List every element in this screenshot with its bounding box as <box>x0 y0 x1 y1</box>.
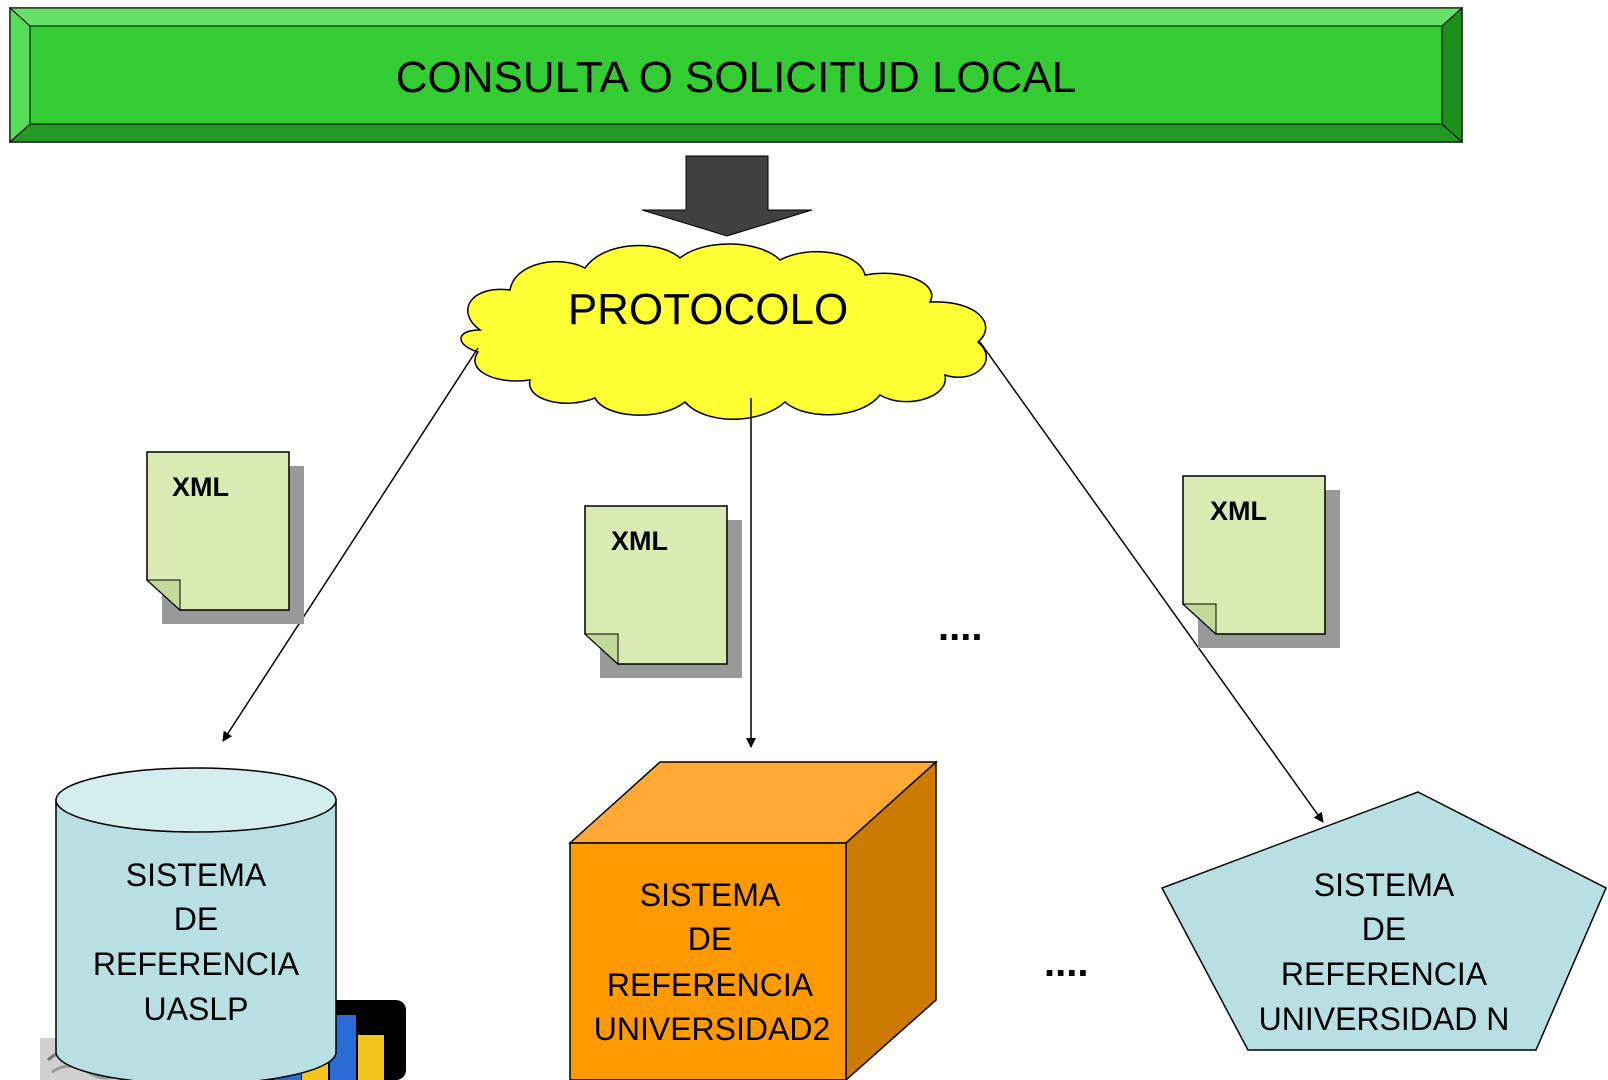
down-arrow-icon <box>641 155 813 237</box>
system-cylinder-uaslp: SISTEMA DE REFERENCIA UASLP <box>55 767 337 1080</box>
xml-document-1: XML <box>145 451 304 624</box>
request-banner: CONSULTA O SOLICITUD LOCAL <box>8 6 1464 144</box>
ellipsis-top: .... <box>938 605 982 649</box>
xml-label-1: XML <box>172 472 229 502</box>
banner-label: CONSULTA O SOLICITUD LOCAL <box>396 53 1077 102</box>
arrow-to-uaslp <box>222 347 479 742</box>
xml-document-3: XML <box>1181 475 1340 648</box>
system-cube-universidad2: SISTEMA DE REFERENCIA UNIVERSIDAD2 <box>568 760 938 1080</box>
uaslp-line-1: SISTEMA <box>126 857 267 893</box>
arrow-to-universidad-n <box>979 341 1324 823</box>
uaslp-line-3: REFERENCIA <box>93 946 300 982</box>
protocol-label: PROTOCOLO <box>568 285 848 334</box>
system-pentagon-universidad-n: SISTEMA DE REFERENCIA UNIVERSIDAD N <box>1160 791 1607 1051</box>
universidad2-line-2: DE <box>688 921 732 957</box>
uaslp-line-4: UASLP <box>144 991 249 1027</box>
universidad2-line-1: SISTEMA <box>640 877 781 913</box>
universidad-n-line-4: UNIVERSIDAD N <box>1259 1001 1510 1037</box>
xml-label-3: XML <box>1210 496 1267 526</box>
ellipsis-bottom: .... <box>1044 941 1088 985</box>
protocol-cloud: PROTOCOLO <box>460 243 987 420</box>
xml-document-2: XML <box>583 505 742 678</box>
universidad2-line-3: REFERENCIA <box>607 967 814 1003</box>
universidad2-line-4: UNIVERSIDAD2 <box>594 1011 831 1047</box>
universidad-n-line-3: REFERENCIA <box>1281 956 1488 992</box>
universidad-n-line-1: SISTEMA <box>1314 867 1455 903</box>
uaslp-line-2: DE <box>174 901 218 937</box>
universidad-n-line-2: DE <box>1362 911 1406 947</box>
xml-label-2: XML <box>611 526 668 556</box>
